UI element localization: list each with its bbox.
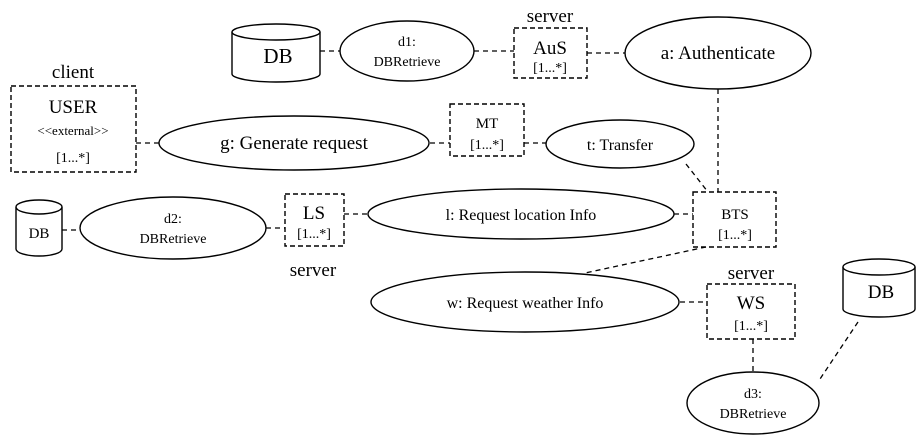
operation-t: t: Transfer bbox=[545, 119, 695, 169]
operation-w: w: Request weather Info bbox=[370, 271, 680, 333]
component-multiplicity: [1...*] bbox=[533, 61, 567, 76]
database-2: DB bbox=[15, 199, 63, 257]
operation-label: d1: bbox=[398, 35, 416, 50]
operation-label: w: Request weather Info bbox=[447, 295, 604, 312]
database-label: DB bbox=[29, 226, 50, 242]
component-name: USER bbox=[49, 97, 98, 118]
database-1: DB bbox=[231, 23, 321, 83]
operation-label: l: Request location Info bbox=[446, 207, 597, 224]
server-label-ls: server bbox=[290, 260, 337, 281]
component-ws: WS [1...*] bbox=[706, 283, 796, 340]
operation-d1: d1: DBRetrieve bbox=[339, 20, 475, 82]
link-bts-w bbox=[584, 246, 707, 274]
database-label: DB bbox=[868, 282, 894, 303]
connectors bbox=[62, 50, 859, 380]
component-name: BTS bbox=[721, 207, 749, 223]
component-user: USER <<external>> [1...*] bbox=[10, 85, 137, 173]
server-label-aus: server bbox=[527, 6, 574, 27]
link-t-bts bbox=[685, 163, 709, 193]
operation-l: l: Request location Info bbox=[367, 188, 675, 240]
operation-label: DBRetrieve bbox=[720, 407, 787, 422]
component-mt: MT [1...*] bbox=[449, 103, 525, 157]
operation-label: d3: bbox=[744, 387, 762, 402]
component-name: AuS bbox=[533, 38, 567, 59]
component-name: LS bbox=[303, 203, 325, 224]
database-label: DB bbox=[263, 44, 292, 68]
component-ls: LS [1...*] bbox=[284, 193, 345, 247]
component-multiplicity: [1...*] bbox=[470, 138, 504, 153]
operation-d2: d2: DBRetrieve bbox=[79, 196, 267, 260]
component-name: WS bbox=[737, 293, 766, 314]
operation-label: d2: bbox=[164, 212, 182, 227]
operation-label: DBRetrieve bbox=[140, 232, 207, 247]
operation-d3: d3: DBRetrieve bbox=[686, 371, 820, 435]
link-db3-d3 bbox=[819, 321, 859, 380]
operation-g: g: Generate request bbox=[158, 115, 430, 171]
operation-label: g: Generate request bbox=[220, 133, 368, 154]
component-multiplicity: [1...*] bbox=[297, 227, 331, 242]
component-aus: AuS [1...*] bbox=[513, 27, 588, 79]
database-3: DB bbox=[842, 258, 916, 318]
operation-label: t: Transfer bbox=[587, 137, 654, 154]
operation-a: a: Authenticate bbox=[624, 16, 812, 90]
component-stereotype: <<external>> bbox=[37, 123, 108, 138]
component-multiplicity: [1...*] bbox=[734, 319, 768, 334]
component-bts: BTS [1...*] bbox=[692, 191, 777, 248]
client-label: client bbox=[52, 62, 95, 83]
operation-label: DBRetrieve bbox=[374, 55, 441, 70]
operation-label: a: Authenticate bbox=[661, 43, 775, 64]
component-multiplicity: [1...*] bbox=[56, 151, 90, 166]
server-label-ws: server bbox=[728, 263, 775, 284]
component-name: MT bbox=[476, 116, 499, 132]
component-multiplicity: [1...*] bbox=[718, 228, 752, 243]
